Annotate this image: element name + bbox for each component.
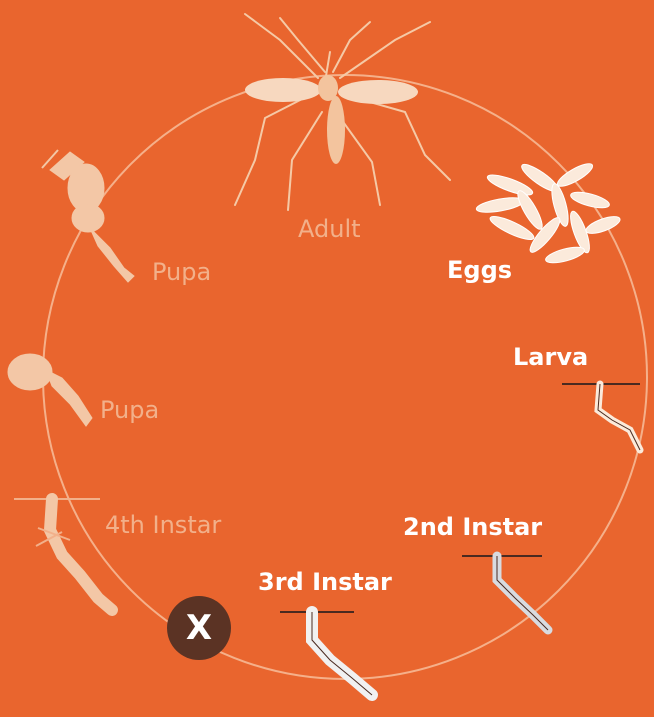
stage-label-second-instar: 2nd Instar	[403, 515, 542, 539]
stage-label-larva: Larva	[513, 345, 588, 369]
stage-label-eggs: Eggs	[447, 258, 512, 282]
pupa-1-illustration	[42, 150, 134, 282]
stage-label-third-instar: 3rd Instar	[258, 570, 392, 594]
eggs-illustration	[475, 160, 622, 266]
x-marker-label: X	[167, 596, 231, 660]
second-instar-illustration	[462, 556, 548, 630]
adult-mosquito-illustration	[235, 14, 450, 210]
fourth-instar-illustration	[14, 499, 112, 610]
third-instar-illustration	[280, 612, 372, 695]
pupa-2-illustration	[8, 354, 92, 426]
stage-label-fourth-instar: 4th Instar	[105, 513, 221, 537]
stage-label-pupa-2: Pupa	[100, 398, 159, 422]
stage-label-pupa-1: Pupa	[152, 260, 211, 284]
larva-illustration	[562, 384, 640, 450]
x-marker: X	[167, 596, 231, 660]
stage-label-adult: Adult	[298, 217, 361, 241]
